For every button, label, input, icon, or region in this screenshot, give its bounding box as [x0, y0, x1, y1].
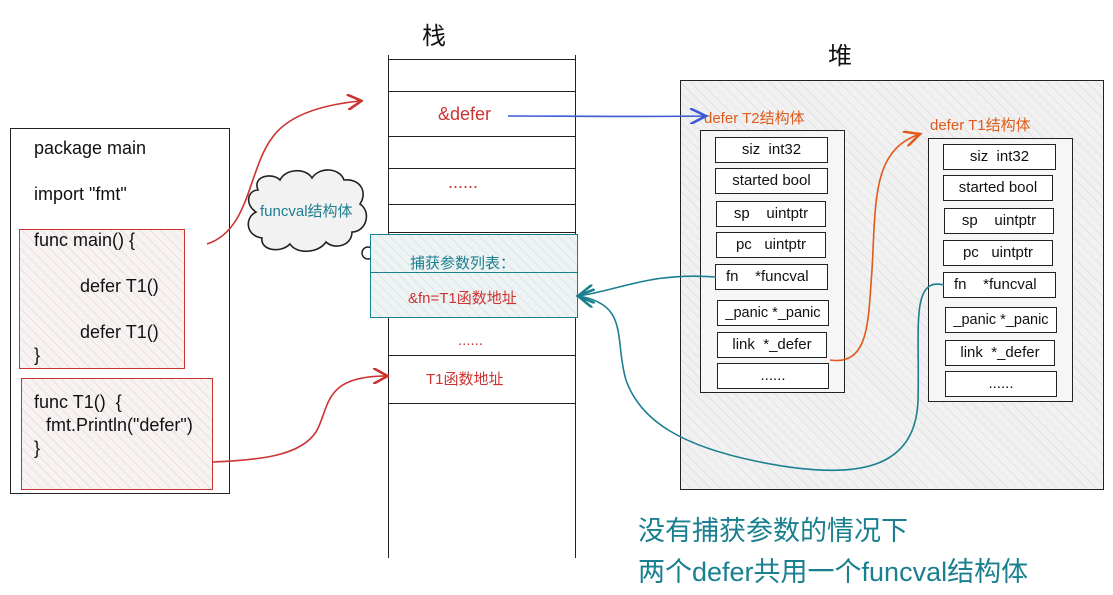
code-line-func-t1: func T1() {: [34, 392, 122, 412]
code-line-println: fmt.Println("defer"): [46, 415, 193, 435]
code-line-import: import "fmt": [34, 184, 127, 204]
code-line-close-main: }: [34, 345, 41, 365]
stack-divider: [388, 355, 576, 356]
cloud-label: funcval结构体: [260, 203, 353, 220]
stack-divider: [388, 91, 576, 92]
t2-field-siz: siz int32: [715, 137, 828, 163]
code-line-defer-2: defer T1(): [80, 322, 159, 342]
defer-t1-label: defer T1结构体: [930, 117, 1031, 134]
heap-title: 堆: [828, 43, 852, 70]
t1-field-link: link *_defer: [945, 340, 1055, 366]
t1-field-pc: pc uintptr: [943, 240, 1053, 266]
t1-field-siz: siz int32: [943, 144, 1056, 170]
t2-field-pc: pc uintptr: [716, 232, 826, 258]
stack-title: 栈: [422, 23, 446, 50]
stack-t1-address: T1函数地址: [426, 371, 504, 388]
stack-divider: [388, 232, 576, 233]
stack-divider: [388, 59, 576, 60]
caption-line-2: 两个defer共用一个funcval结构体: [638, 557, 1029, 587]
stack-defer-ref: &defer: [438, 104, 492, 124]
stack-divider: [388, 136, 576, 137]
stack-divider: [388, 204, 576, 205]
defer-t2-label: defer T2结构体: [704, 110, 805, 127]
t2-field-more: ......: [717, 363, 829, 389]
code-line-package: package main: [34, 138, 147, 158]
stack-ellipsis-2: ......: [458, 332, 484, 349]
code-line-close-t1: }: [34, 438, 41, 458]
t1-field-sp: sp uintptr: [944, 208, 1054, 234]
t2-field-link: link *_defer: [717, 332, 827, 358]
main-func-block: [19, 229, 185, 369]
t1-field-fn: fn *funcval: [943, 272, 1056, 298]
t2-field-sp: sp uintptr: [716, 201, 826, 227]
arrow-t1-to-address: [212, 376, 386, 463]
t1-func-block: [21, 378, 213, 490]
stack-divider: [388, 168, 576, 169]
capture-list-title: 捕获参数列表：: [410, 255, 516, 272]
t2-field-started: started bool: [715, 168, 828, 194]
capture-list-box: [370, 234, 578, 318]
capture-list-value: &fn=T1函数地址: [408, 290, 517, 307]
code-line-defer-1: defer T1(): [80, 276, 159, 296]
stack-divider: [388, 403, 576, 404]
t1-field-panic: _panic *_panic: [945, 307, 1057, 333]
code-line-func-main: func main() {: [34, 230, 136, 250]
t1-field-more: ......: [945, 371, 1057, 397]
stack-ellipsis-1: ......: [448, 172, 479, 192]
caption-line-1: 没有捕获参数的情况下: [638, 516, 908, 546]
t2-field-fn: fn *funcval: [715, 264, 828, 290]
t2-field-panic: _panic *_panic: [717, 300, 829, 326]
t1-field-started: started bool: [943, 175, 1053, 201]
capture-list-divider: [370, 272, 578, 273]
